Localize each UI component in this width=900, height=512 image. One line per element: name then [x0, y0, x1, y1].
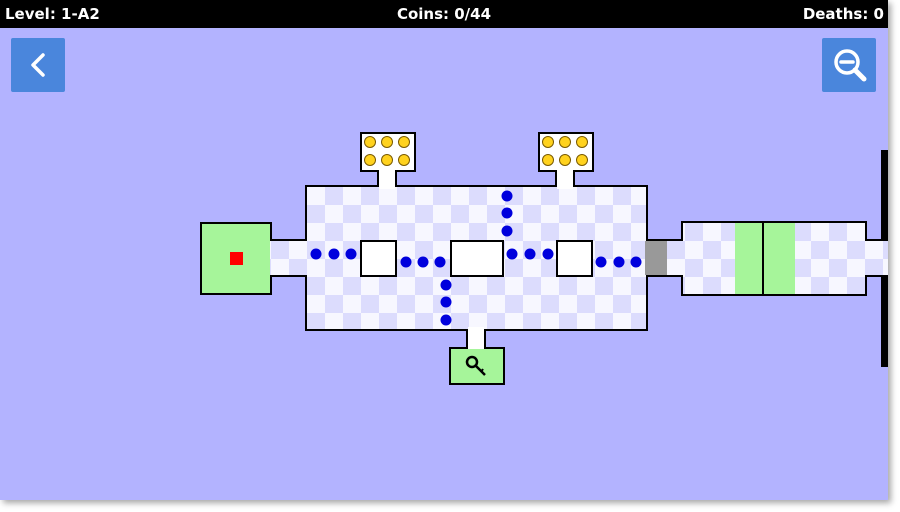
enemy-dot [506, 248, 518, 260]
player [230, 252, 243, 265]
enemy-dot [345, 248, 357, 260]
wall-block [360, 240, 397, 277]
coin [559, 154, 571, 166]
key-room-neck [468, 327, 484, 349]
enemy-dot [440, 314, 452, 326]
enemy-dot [524, 248, 536, 260]
back-button[interactable] [11, 38, 65, 92]
enemy-dot [501, 225, 513, 237]
coin [576, 136, 588, 148]
enemy-dot [595, 256, 607, 268]
enemy-dot [440, 279, 452, 291]
coin [559, 136, 571, 148]
enemies [310, 190, 642, 326]
corridor-west [270, 241, 308, 275]
enemy-dot [310, 248, 322, 260]
coin [576, 154, 588, 166]
gate [645, 241, 667, 275]
enemy-dot [440, 296, 452, 308]
coin [364, 136, 376, 148]
coin [398, 154, 410, 166]
deaths-counter: Deaths: 0 [802, 5, 884, 23]
enemy-dot [542, 248, 554, 260]
enemy-dot [328, 248, 340, 260]
coin-alcove-right-neck [557, 168, 573, 189]
coin-alcove-left-neck [379, 168, 395, 189]
enemy-dot [501, 190, 513, 202]
enemy-dot [613, 256, 625, 268]
enemy-dot [434, 256, 446, 268]
coins-counter: Coins: 0/44 [396, 5, 492, 23]
coin [542, 154, 554, 166]
chevron-left-icon [31, 53, 45, 77]
checkpoint-zone [735, 223, 795, 294]
coin [364, 154, 376, 166]
game-board [200, 132, 888, 385]
zoom-out-icon [834, 49, 867, 82]
level-label: Level: 1-A2 [5, 5, 100, 23]
enemy-dot [400, 256, 412, 268]
game-frame: Level: 1-A2 Coins: 0/44 Deaths: 0 [0, 0, 888, 500]
wall-block [450, 240, 504, 277]
hud-bar: Level: 1-A2 Coins: 0/44 Deaths: 0 [0, 0, 888, 28]
wall-blocks [360, 240, 593, 277]
coin [398, 136, 410, 148]
coin [381, 154, 393, 166]
key-icon [465, 355, 486, 376]
enemy-dot [417, 256, 429, 268]
coin [381, 136, 393, 148]
enemy-dot [630, 256, 642, 268]
coins [364, 136, 588, 166]
corridor-exit [863, 241, 888, 275]
zoom-out-button[interactable] [822, 38, 876, 92]
wall-block [556, 240, 593, 277]
coin [542, 136, 554, 148]
enemy-dot [501, 207, 513, 219]
